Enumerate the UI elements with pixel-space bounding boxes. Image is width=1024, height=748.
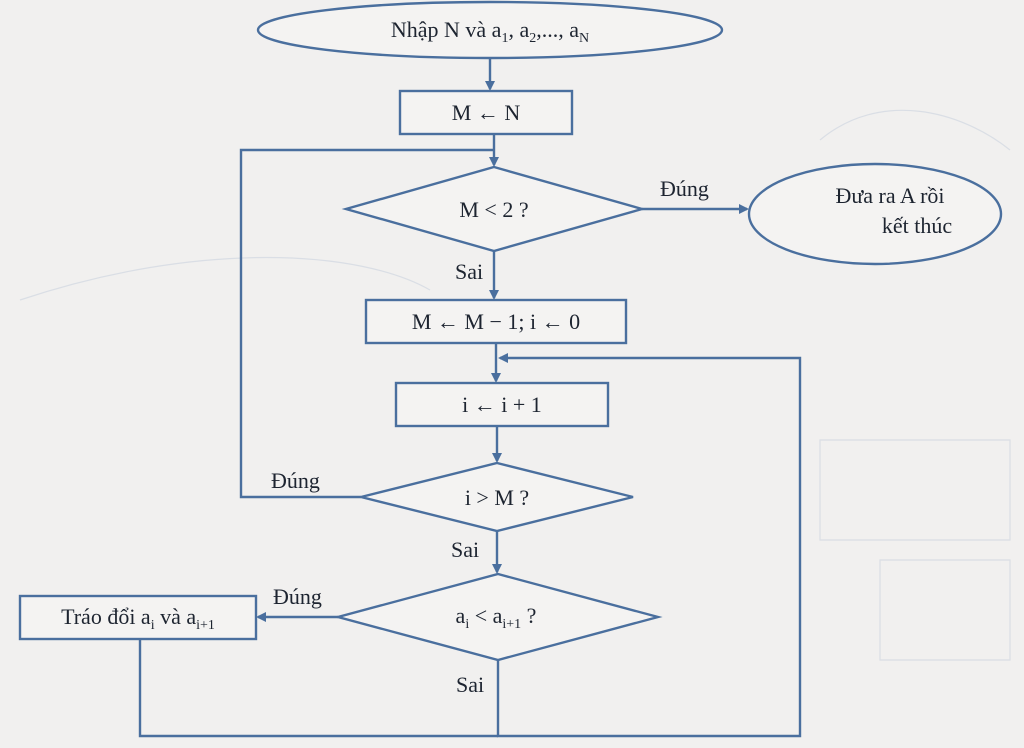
cond-i-node: i > M ? xyxy=(360,461,634,533)
cond-a-label: ai < ai+1 ? xyxy=(456,603,537,632)
edge-swap-bottom xyxy=(138,639,498,738)
dec-m-label: M ← M − 1; i ← 0 xyxy=(412,309,580,334)
assign-m-node: M ← N xyxy=(398,89,574,136)
cond-i-label: i > M ? xyxy=(465,485,529,510)
cond-m-node: M < 2 ? xyxy=(341,165,647,253)
cond-m-label: M < 2 ? xyxy=(459,197,528,222)
end-label-line2: kết thúc xyxy=(882,213,952,238)
dec-m-node: M ← M − 1; i ← 0 xyxy=(364,298,628,345)
edge-label-i-true: Đúng xyxy=(271,468,320,493)
inc-i-node: i ← i + 1 xyxy=(394,381,610,428)
end-node: Đưa ra A rồi kết thúc xyxy=(747,162,1003,266)
edge-label-a-true: Đúng xyxy=(273,584,322,609)
edges xyxy=(138,58,802,738)
inc-i-label: i ← i + 1 xyxy=(462,392,542,417)
edge-cond-i-true-loop xyxy=(239,148,494,499)
assign-m-label: M ← N xyxy=(452,100,521,125)
edge-label-m-false: Sai xyxy=(455,259,483,284)
edge-cond-a-false-loop xyxy=(496,353,802,738)
background-artifacts xyxy=(19,109,1011,661)
edge-label-m-true: Đúng xyxy=(660,176,709,201)
cond-a-node: ai < ai+1 ? xyxy=(333,572,663,662)
swap-label: Tráo đổi ai và ai+1 xyxy=(61,604,215,633)
edge-labels: Đúng Sai Đúng Sai Đúng Sai xyxy=(271,176,709,697)
start-node: Nhập N và a1, a2,..., aN xyxy=(256,0,724,60)
end-label-line1: Đưa ra A rồi xyxy=(835,183,944,208)
swap-node: Tráo đổi ai và ai+1 xyxy=(18,594,258,641)
start-label: Nhập N và a1, a2,..., aN xyxy=(391,17,589,46)
edge-label-i-false: Sai xyxy=(451,537,479,562)
edge-label-a-false: Sai xyxy=(456,672,484,697)
